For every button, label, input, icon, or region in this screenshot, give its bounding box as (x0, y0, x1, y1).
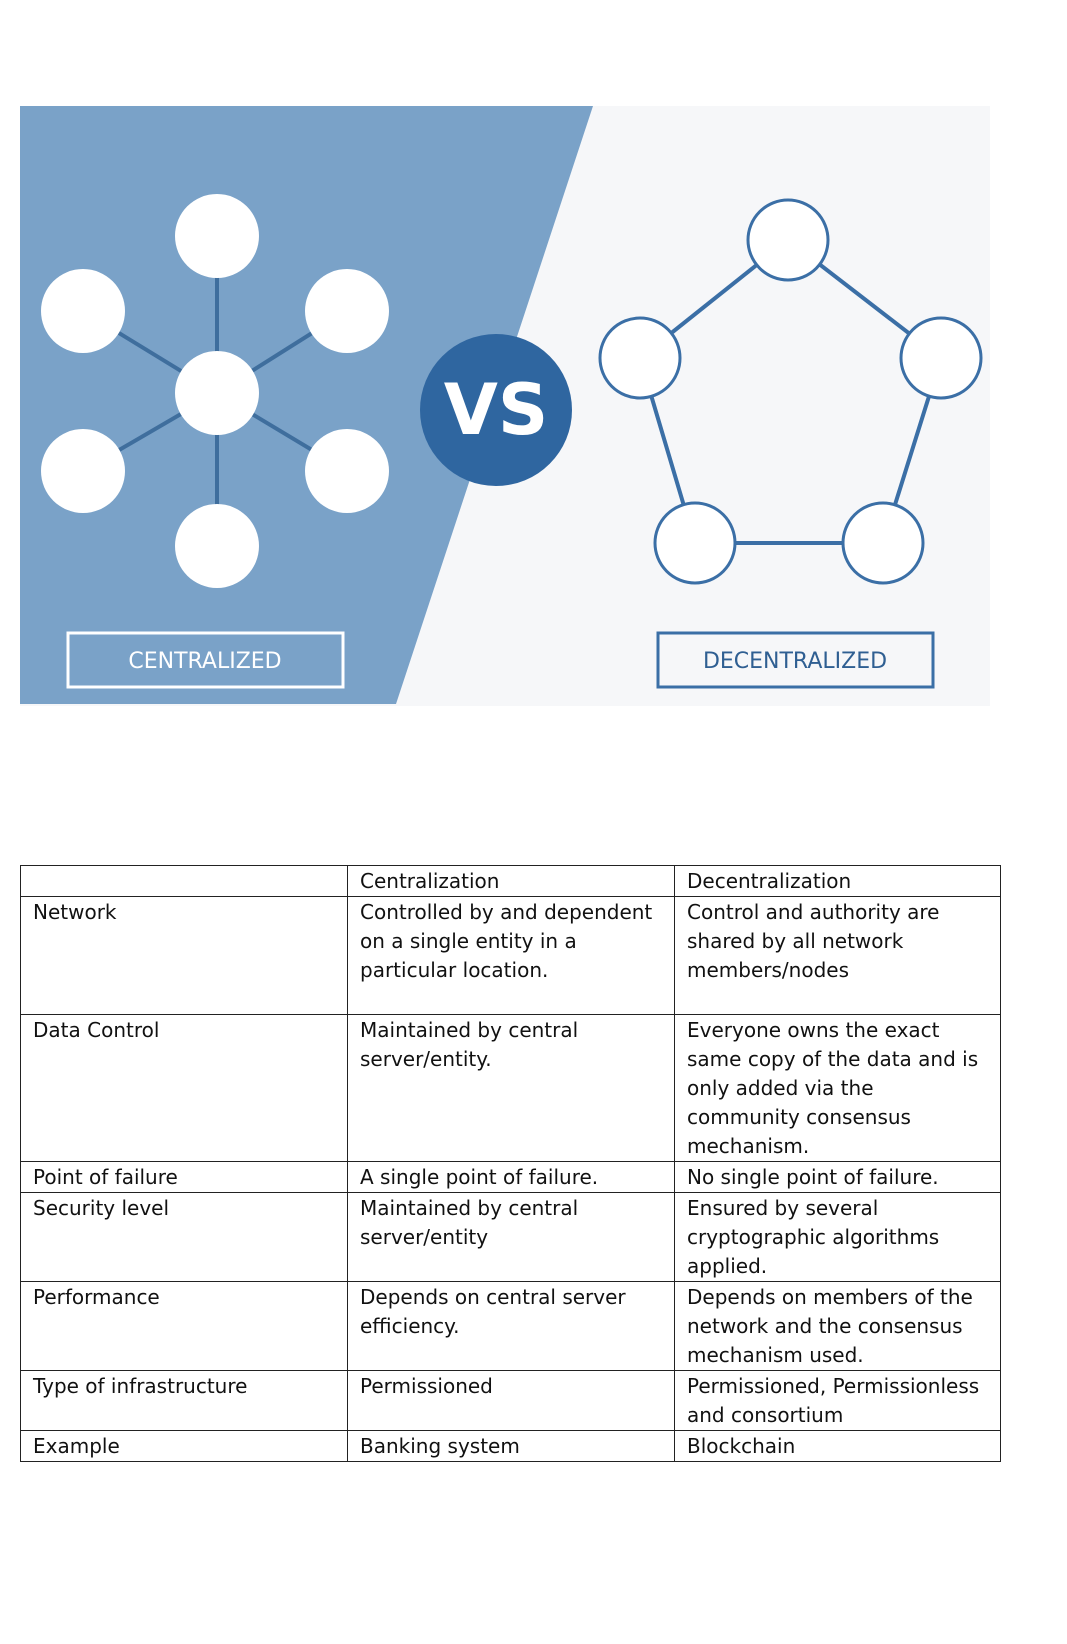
centralized-vs-decentralized-diagram: CENTRALIZED VS DECENTRALIZED (20, 106, 990, 706)
vs-label: VS (444, 369, 549, 451)
decentralized-network (598, 198, 983, 585)
centralization-cell: Maintained by central server/entity. (347, 1014, 675, 1162)
table-header-row: Centralization Decentralization (20, 865, 1001, 897)
table-row: Data Control Maintained by central serve… (20, 1014, 1001, 1162)
centralized-label: CENTRALIZED (128, 649, 281, 674)
header-cell-feature (20, 865, 348, 897)
peer-node-top (746, 198, 830, 282)
centralization-cell: Maintained by central server/entity (347, 1192, 675, 1282)
feature-cell: Type of infrastructure (20, 1370, 348, 1431)
left-panel (20, 106, 593, 704)
centralized-network (41, 194, 389, 588)
spoke-node-top (175, 194, 259, 278)
centralization-cell: Depends on central server efficiency. (347, 1281, 675, 1371)
decentralized-label-box (656, 631, 935, 689)
spoke-node-lower-right (305, 429, 389, 513)
table-row: Performance Depends on central server ef… (20, 1281, 1001, 1371)
table-row: Security level Maintained by central ser… (20, 1192, 1001, 1282)
table-row: Type of infrastructure Permissioned Perm… (20, 1370, 1001, 1431)
feature-cell: Example (20, 1430, 348, 1462)
decentralized-label: DECENTRALIZED (703, 649, 887, 674)
header-cell-decentralization: Decentralization (674, 865, 1001, 897)
centralized-label-box (66, 631, 345, 689)
decentralization-cell: Permissioned, Permissionless and consort… (674, 1370, 1001, 1431)
hub-node (175, 351, 259, 435)
centralization-cell: Controlled by and dependent on a single … (347, 896, 675, 1015)
decentralization-cell: Control and authority are shared by all … (674, 896, 1001, 1015)
feature-cell: Point of failure (20, 1161, 348, 1193)
table-row: Network Controlled by and dependent on a… (20, 896, 1001, 1015)
centralization-cell: A single point of failure. (347, 1161, 675, 1193)
vs-badge (420, 334, 572, 486)
decentralization-cell: No single point of failure. (674, 1161, 1001, 1193)
spoke-node-lower-left (41, 429, 125, 513)
decentralization-cell: Depends on members of the network and th… (674, 1281, 1001, 1371)
centralization-cell: Permissioned (347, 1370, 675, 1431)
feature-cell: Network (20, 896, 348, 1015)
peer-node-bottom-left (653, 501, 737, 585)
table-row: Point of failure A single point of failu… (20, 1161, 1001, 1193)
header-cell-centralization: Centralization (347, 865, 675, 897)
spoke-node-bottom (175, 504, 259, 588)
table-row: Example Banking system Blockchain (20, 1430, 1001, 1462)
spoke-node-upper-left (41, 269, 125, 353)
spoke-node-upper-right (305, 269, 389, 353)
decentralization-cell: Everyone owns the exact same copy of the… (674, 1014, 1001, 1162)
centralization-cell: Banking system (347, 1430, 675, 1462)
decentralization-cell: Blockchain (674, 1430, 1001, 1462)
peer-node-right (899, 316, 983, 400)
feature-cell: Performance (20, 1281, 348, 1371)
feature-cell: Data Control (20, 1014, 348, 1162)
peer-node-left (598, 316, 682, 400)
decentralization-cell: Ensured by several cryptographic algorit… (674, 1192, 1001, 1282)
comparison-table: Centralization Decentralization Network … (20, 865, 1001, 1462)
peer-node-bottom-right (841, 501, 925, 585)
feature-cell: Security level (20, 1192, 348, 1282)
